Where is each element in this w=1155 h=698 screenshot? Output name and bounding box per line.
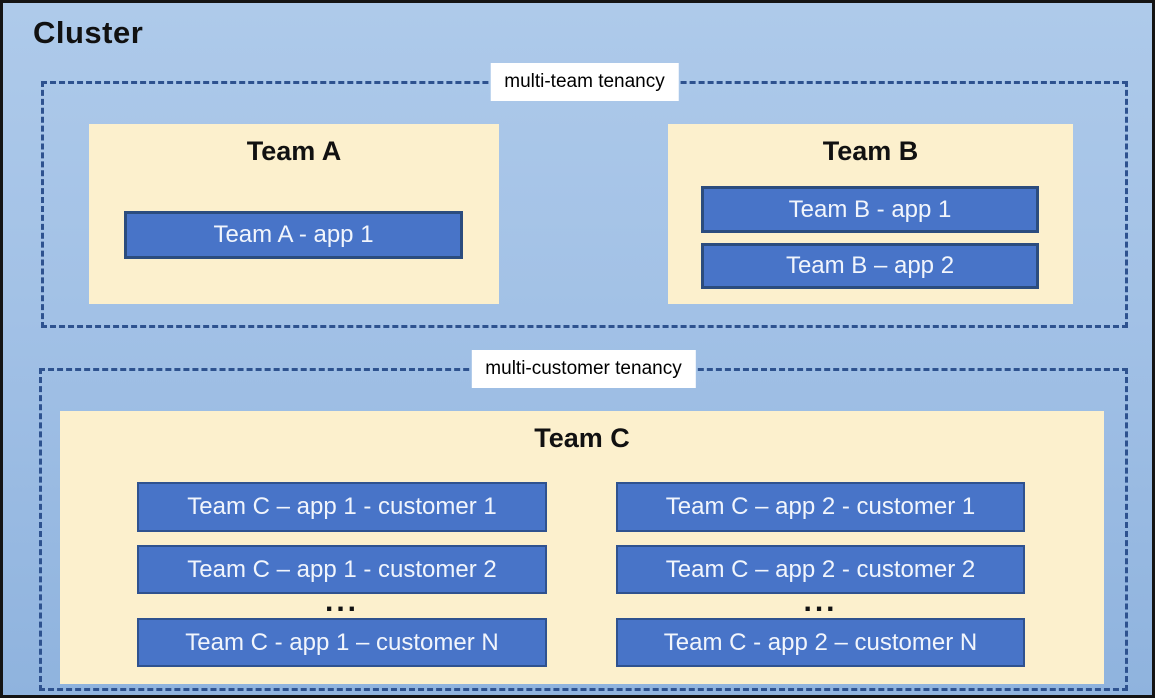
team-a-title: Team A bbox=[246, 136, 342, 166]
team-b-app-2-box: Team B – app 2 bbox=[701, 243, 1039, 289]
team-c-app-1-column: Team C – app 1 - customer 1 Team C – app… bbox=[137, 482, 547, 667]
team-c-app1-ellipsis: ... bbox=[324, 585, 359, 618]
team-c-app2-customer-n-box: Team C - app 2 – customer N bbox=[616, 618, 1025, 667]
team-c-app1-customer-n-box: Team C - app 1 – customer N bbox=[137, 618, 547, 667]
team-c-panel: Team C Team C – app 1 - customer 1 Team … bbox=[60, 411, 1104, 684]
team-a-panel: Team A Team A - app 1 bbox=[89, 124, 499, 304]
team-a-app-1-box: Team A - app 1 bbox=[124, 211, 463, 259]
team-b-title: Team B bbox=[822, 136, 919, 166]
team-c-app1-customer-2-box: Team C – app 1 - customer 2 bbox=[137, 545, 547, 594]
team-c-title: Team C bbox=[534, 423, 630, 453]
multi-team-tenancy-label: multi-team tenancy bbox=[490, 63, 679, 101]
team-c-app2-customer-1-box: Team C – app 2 - customer 1 bbox=[616, 482, 1025, 532]
multi-team-tenancy-box: multi-team tenancy Team A Team A - app 1… bbox=[41, 63, 1128, 328]
cluster-title: Cluster bbox=[33, 15, 144, 50]
multi-customer-tenancy-label: multi-customer tenancy bbox=[471, 350, 696, 388]
multi-customer-tenancy-box: multi-customer tenancy Team C Team C – a… bbox=[39, 350, 1128, 691]
team-c-app-2-column: Team C – app 2 - customer 1 Team C – app… bbox=[616, 482, 1025, 667]
team-c-app1-customer-1-box: Team C – app 1 - customer 1 bbox=[137, 482, 547, 532]
team-b-app-1-box: Team B - app 1 bbox=[701, 186, 1039, 233]
team-c-app2-customer-2-box: Team C – app 2 - customer 2 bbox=[616, 545, 1025, 594]
team-c-app2-ellipsis: ... bbox=[803, 585, 838, 618]
team-b-panel: Team B Team B - app 1 Team B – app 2 bbox=[668, 124, 1073, 304]
